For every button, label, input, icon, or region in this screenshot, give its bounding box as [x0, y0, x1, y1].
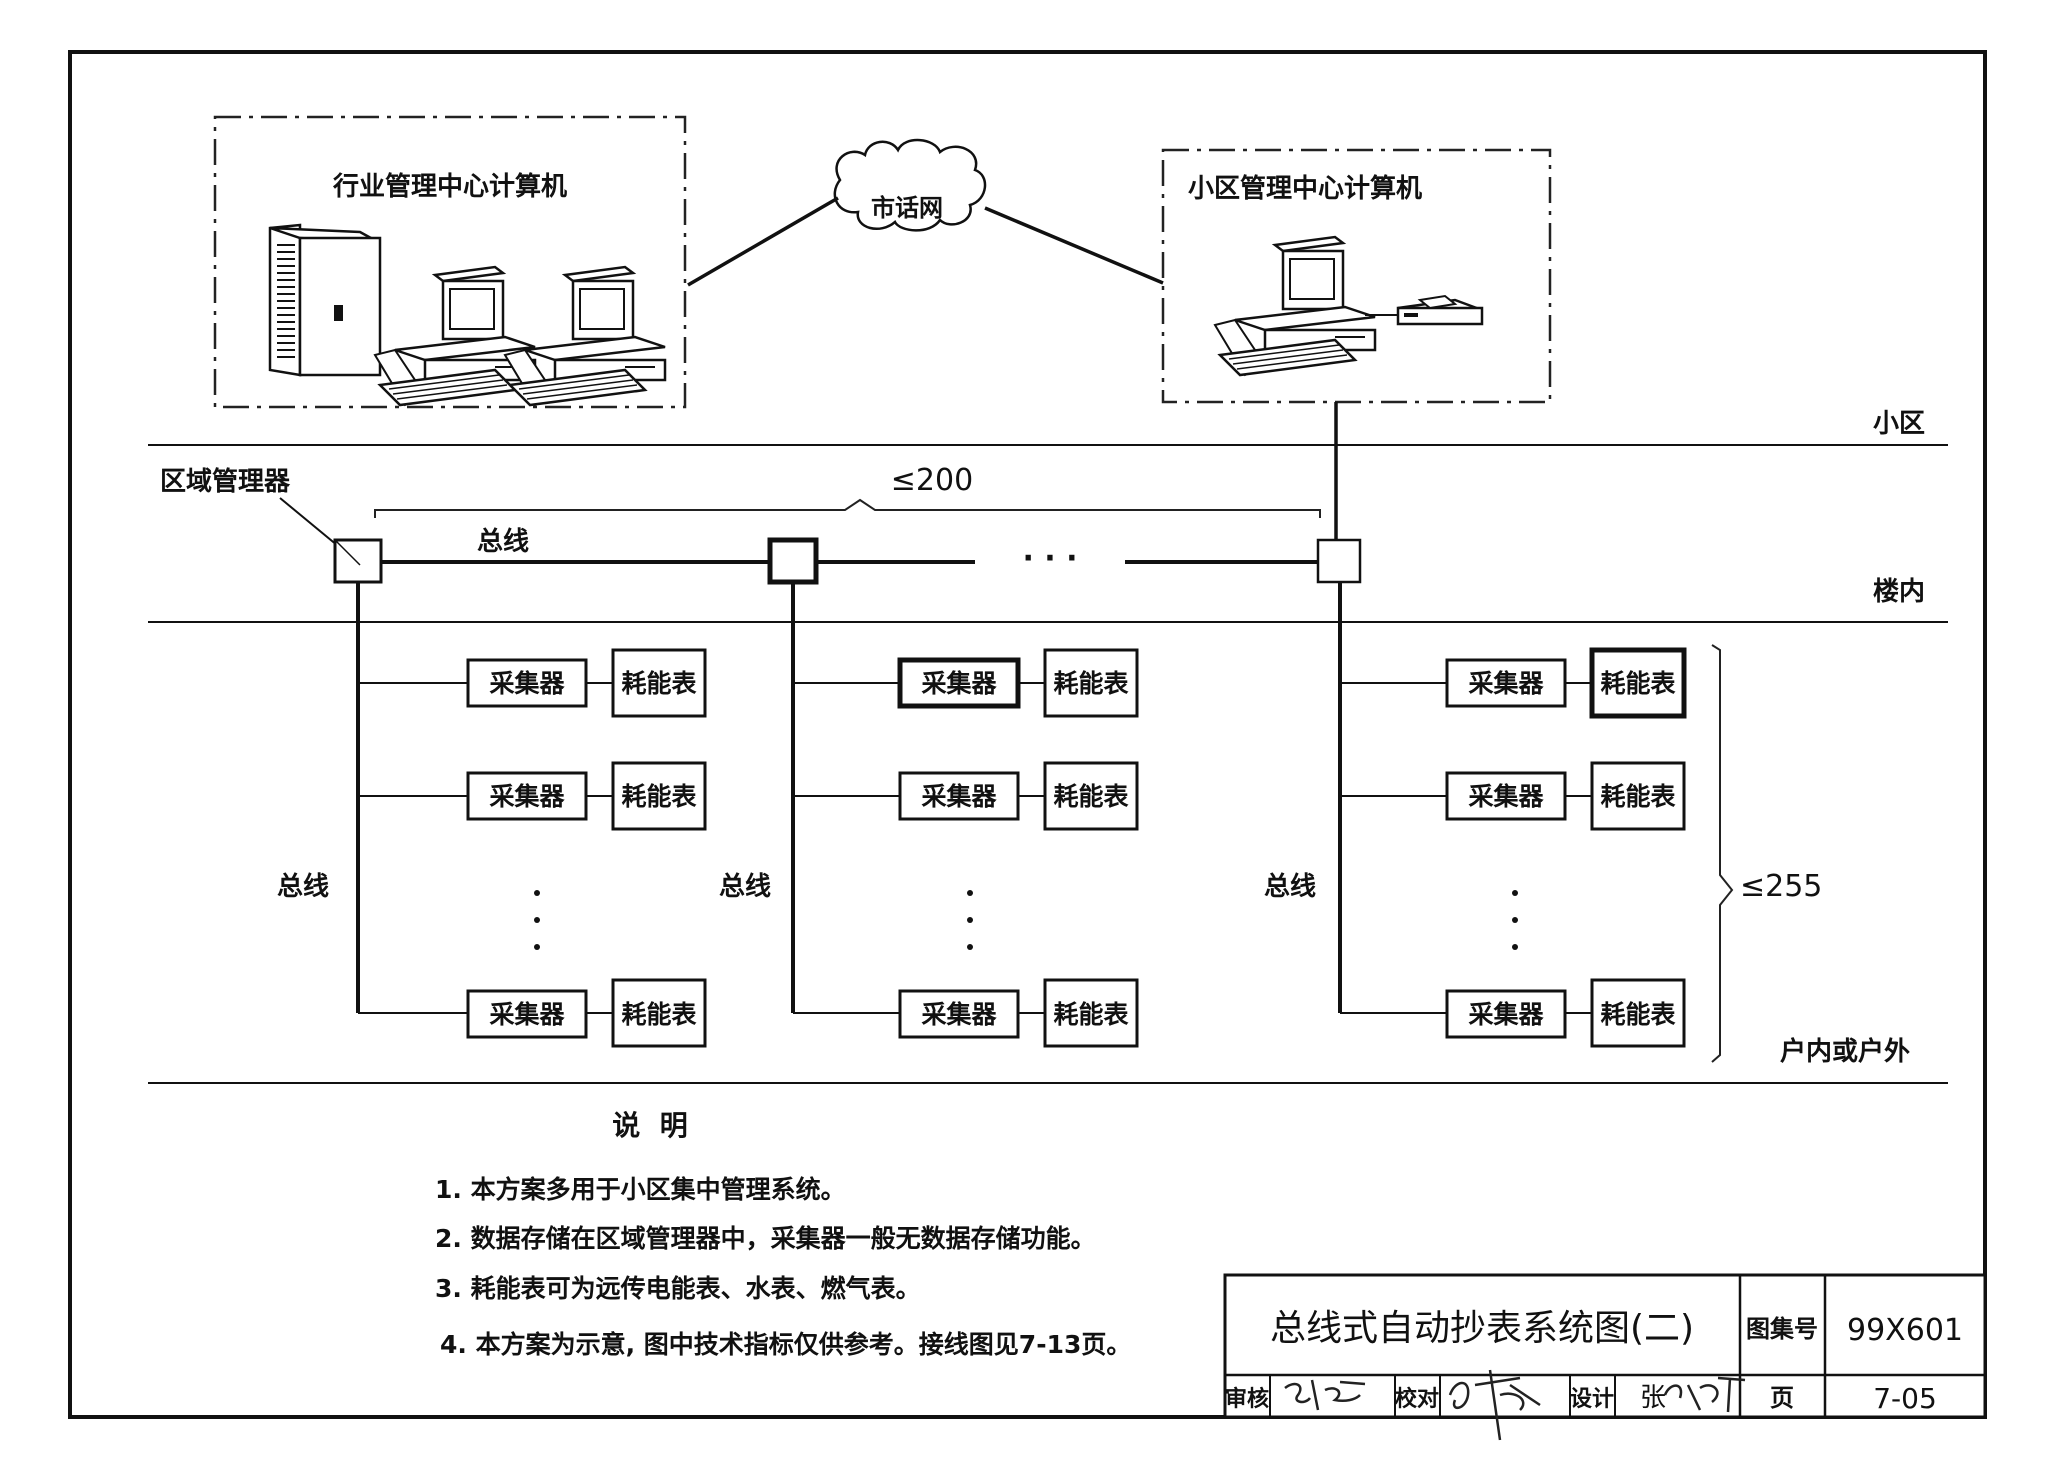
drawing-frame — [68, 50, 1987, 1419]
collector-meter-row: 采集器 耗能表 — [1340, 761, 1686, 831]
note-item: 3. 耗能表可为远传电能表、水表、燃气表。 — [435, 1274, 921, 1303]
note-item: 4. 本方案为示意, 图中技术指标仅供参考。接线图见7-13页。 — [440, 1330, 1131, 1359]
svg-text:耗能表: 耗能表 — [1600, 669, 1676, 698]
phone-network-label: 市话网 — [871, 194, 943, 222]
reviewer-signature — [1284, 1379, 1366, 1411]
zone-label-community: 小区 — [1873, 409, 1925, 439]
collector-meter-row: 采集器 耗能表 — [358, 761, 707, 831]
designer-name: 张 — [1640, 1383, 1666, 1413]
svg-text:采集器: 采集器 — [489, 782, 565, 811]
svg-text:耗能表: 耗能表 — [1053, 782, 1129, 811]
server-tower-icon — [268, 223, 382, 377]
meter — [1043, 978, 1139, 1048]
workstation-icon — [373, 265, 537, 407]
meter — [1590, 761, 1686, 831]
printer-icon — [1396, 294, 1484, 326]
region-manager-1 — [333, 538, 383, 584]
collector — [898, 989, 1020, 1039]
svg-text:耗能表: 耗能表 — [1053, 669, 1129, 698]
collector-meter-row: 采集器 耗能表 — [1340, 978, 1686, 1048]
link-industry-to-network — [687, 196, 839, 287]
workstation-icon — [1213, 235, 1377, 377]
zone-label-household: 户内或户外 — [1780, 1036, 1910, 1067]
workstation-icon — [503, 265, 667, 407]
meter — [611, 761, 707, 831]
note-item: 1. 本方案多用于小区集中管理系统。 — [435, 1175, 846, 1204]
collector — [1445, 658, 1567, 708]
svg-text:耗能表: 耗能表 — [621, 782, 697, 811]
collector-meter-row: 采集器 耗能表 — [793, 761, 1139, 831]
branch-bus-label: 总线 — [719, 872, 771, 902]
svg-text:采集器: 采集器 — [921, 1000, 997, 1029]
svg-text:采集器: 采集器 — [921, 782, 997, 811]
designer-signature — [1663, 1376, 1746, 1413]
region-manager-3 — [1316, 538, 1362, 584]
collector — [466, 658, 588, 708]
notes-heading: 说 明 — [612, 1109, 688, 1142]
community-center-boundary — [1161, 148, 1552, 404]
note-item: 2. 数据存储在区域管理器中，采集器一般无数据存储功能。 — [435, 1224, 1096, 1253]
vertical-ellipsis — [967, 890, 973, 950]
svg-text:耗能表: 耗能表 — [621, 1000, 697, 1029]
phone-network-cloud-icon — [833, 138, 987, 232]
meter — [611, 978, 707, 1048]
count-brace — [1711, 644, 1734, 1063]
meter — [1589, 647, 1687, 719]
backbone-ellipsis: · · · — [1022, 541, 1077, 576]
page-label: 页 — [1770, 1384, 1794, 1412]
vertical-ellipsis — [1512, 890, 1518, 950]
title-block — [1223, 1273, 1987, 1419]
zone-label-building: 楼内 — [1873, 577, 1925, 607]
vertical-ellipsis — [534, 890, 540, 950]
check-label: 校对 — [1395, 1386, 1439, 1412]
svg-text:采集器: 采集器 — [921, 669, 997, 698]
collector — [898, 771, 1020, 821]
svg-text:耗能表: 耗能表 — [1600, 782, 1676, 811]
collector — [466, 771, 588, 821]
svg-text:采集器: 采集器 — [1468, 1000, 1544, 1029]
meter — [1043, 761, 1139, 831]
svg-text:采集器: 采集器 — [1468, 782, 1544, 811]
backbone-bus-label: 总线 — [477, 527, 529, 557]
svg-text:采集器: 采集器 — [489, 1000, 565, 1029]
svg-text:采集器: 采集器 — [1468, 669, 1544, 698]
community-center-label: 小区管理中心计算机 — [1188, 173, 1422, 204]
industry-center-boundary — [213, 115, 687, 409]
distance-limit-label: ≤200 — [891, 463, 973, 498]
atlas-number: 99X601 — [1847, 1313, 1963, 1348]
svg-text:耗能表: 耗能表 — [1053, 1000, 1129, 1029]
collector — [1445, 989, 1567, 1039]
collector-meter-row: 采集器 耗能表 — [793, 648, 1139, 718]
collector-meter-row: 采集器 耗能表 — [358, 978, 707, 1048]
svg-text:耗能表: 耗能表 — [1600, 1000, 1676, 1029]
collector-meter-row: 采集器 耗能表 — [358, 648, 707, 718]
svg-text:采集器: 采集器 — [489, 669, 565, 698]
meter — [1590, 978, 1686, 1048]
page-number: 7-05 — [1873, 1382, 1937, 1415]
count-limit-label: ≤255 — [1740, 869, 1822, 904]
distance-brace — [374, 498, 1321, 518]
region-manager-2 — [767, 537, 819, 585]
checker-signature — [1448, 1369, 1541, 1441]
review-label: 审核 — [1225, 1386, 1269, 1412]
branch-bus-label: 总线 — [277, 872, 329, 902]
region-manager-label: 区域管理器 — [160, 467, 291, 497]
meter — [1043, 648, 1139, 718]
collector-meter-row: 采集器 耗能表 — [1340, 647, 1687, 719]
svg-text:耗能表: 耗能表 — [621, 669, 697, 698]
drawing-title: 总线式自动抄表系统图(二) — [1270, 1308, 1694, 1349]
link-network-to-community — [984, 206, 1164, 285]
meter — [611, 648, 707, 718]
industry-center-label: 行业管理中心计算机 — [332, 171, 567, 202]
atlas-number-label: 图集号 — [1746, 1315, 1818, 1343]
branch-bus-label: 总线 — [1264, 872, 1316, 902]
collector-meter-row: 采集器 耗能表 — [793, 978, 1139, 1048]
design-label: 设计 — [1570, 1387, 1614, 1412]
